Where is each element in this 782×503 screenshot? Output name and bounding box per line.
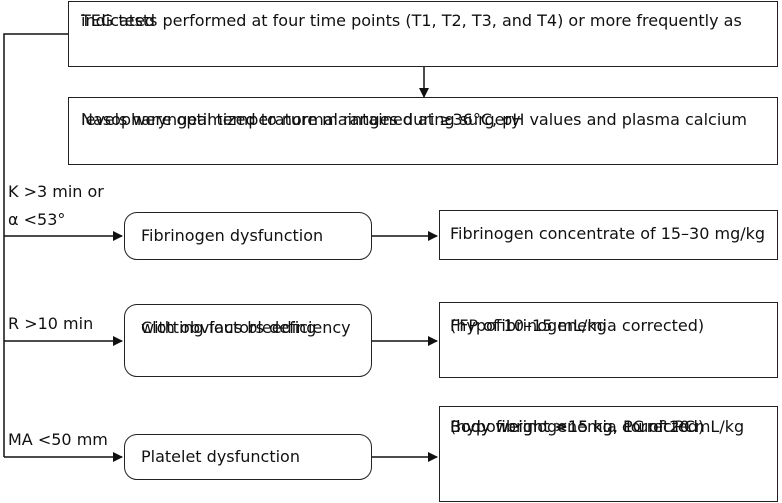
- teg-tests-line-2: indicated: [81, 11, 156, 30]
- fibrinogen-treatment-box: Fibrinogen concentrate of 15–30 mg/kg: [439, 210, 778, 260]
- ffp-treatment-line-1: FFP of 10–15 mL/kg: [450, 316, 607, 335]
- condition-alpha-label: α <53°: [8, 210, 66, 229]
- condition-ma-label: MA <50 mm: [8, 430, 108, 449]
- clotting-deficiency-line-2: with obvious bleeding: [141, 318, 317, 337]
- fibrinogen-dysfunction-label: Fibrinogen dysfunction: [141, 226, 324, 245]
- pc-treatment-line-3: (hypofibrinogenemia corrected): [450, 417, 705, 436]
- spine-line: [3, 33, 68, 457]
- temperature-line-1: Nasopharyngeal temperature maintained at…: [81, 110, 747, 129]
- fibrinogen-treatment-label: Fibrinogen concentrate of 15–30 mg/kg: [450, 224, 766, 243]
- ffp-treatment-line-2: (hypofibrinogenemia corrected): [450, 316, 705, 335]
- temperature-line-2: levels were optimized to normal ranges d…: [81, 110, 521, 129]
- fibrinogen-dysfunction-box: Fibrinogen dysfunction: [124, 212, 372, 260]
- pc-treatment-line-1: Body weight <15 kg, PC of 20 mL/kg: [450, 417, 745, 436]
- clotting-deficiency-line-1: Clotting factors deficiency: [141, 318, 351, 337]
- platelet-dysfunction-box: Platelet dysfunction: [124, 434, 372, 480]
- pc-treatment-line-2: Body weight >15 kg, 1 unit PC: [450, 417, 696, 436]
- ffp-treatment-box: FFP of 10–15 mL/kg (hypofibrinogenemia c…: [439, 302, 778, 378]
- teg-tests-box: TEG tests performed at four time points …: [68, 1, 778, 67]
- pc-treatment-box: Body weight <15 kg, PC of 20 mL/kg Body …: [439, 406, 778, 502]
- condition-r-label: R >10 min: [8, 314, 94, 333]
- clotting-deficiency-box: Clotting factors deficiency with obvious…: [124, 304, 372, 377]
- teg-tests-line-1: TEG tests performed at four time points …: [81, 11, 742, 30]
- platelet-dysfunction-label: Platelet dysfunction: [141, 447, 300, 466]
- temperature-box: Nasopharyngeal temperature maintained at…: [68, 97, 778, 165]
- condition-k-label: K >3 min or: [8, 182, 104, 201]
